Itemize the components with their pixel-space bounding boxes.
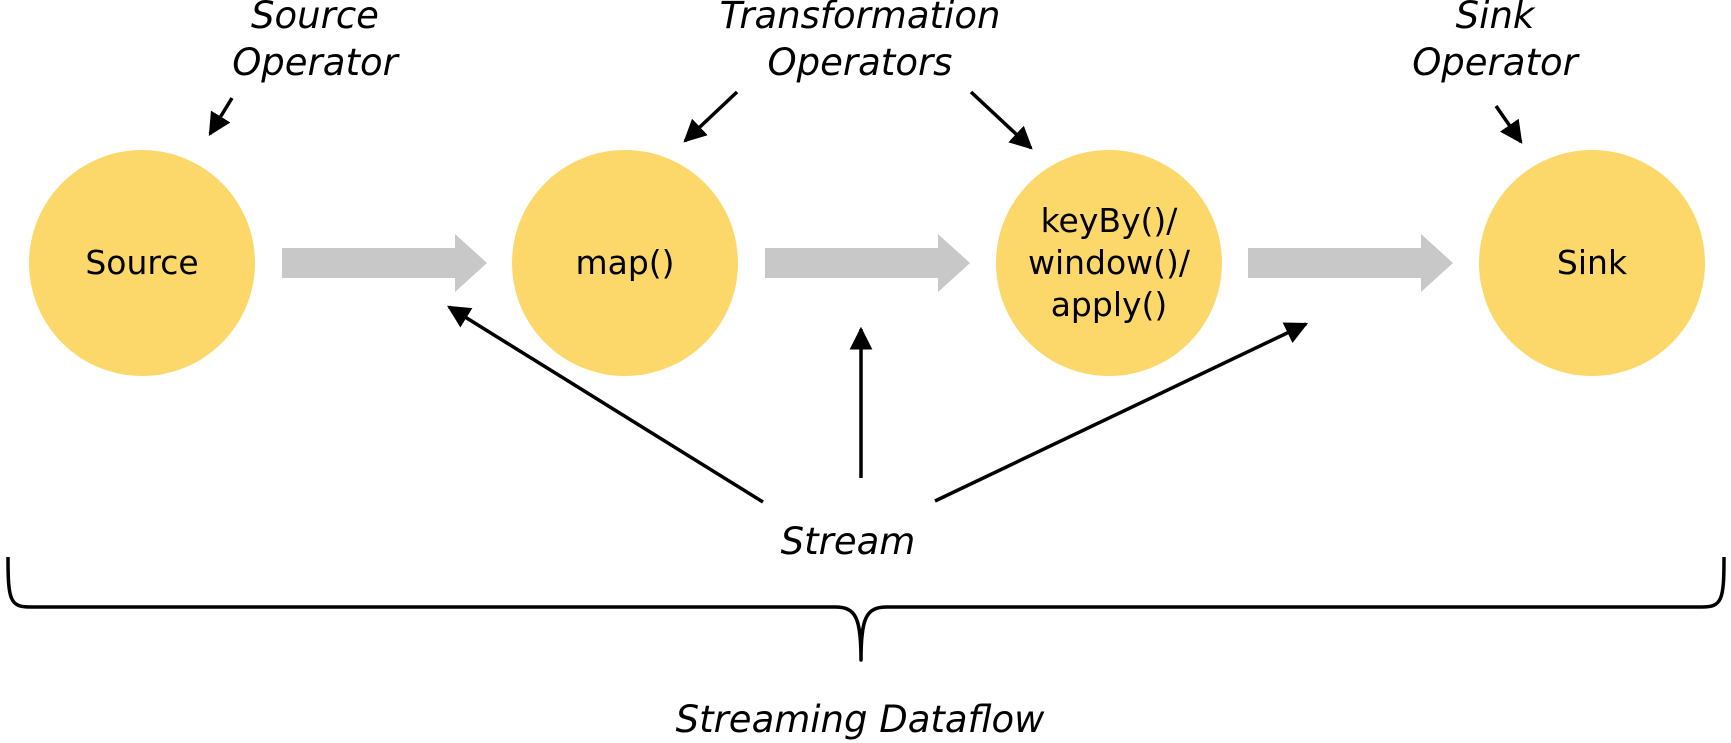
pointer-arrow-source-operator <box>208 97 234 136</box>
streaming-dataflow-label: Streaming Dataflow <box>675 698 1045 741</box>
source-operator-label: Source Operator <box>200 0 430 86</box>
keyby-window-apply-node: keyBy()/ window()/ apply() <box>996 150 1222 376</box>
source-node-text: Source <box>85 243 199 282</box>
streaming-dataflow-brace <box>6 556 1726 662</box>
pointer-arrow-sink-operator <box>1494 105 1523 144</box>
transformation-operators-label-line-1: Transformation <box>719 0 1001 37</box>
sink-node: Sink <box>1479 150 1705 376</box>
keyby-node-text-line-2: window()/ <box>1027 243 1191 282</box>
flow-arrow-source-to-map <box>282 234 487 292</box>
flow-arrow-keyby-to-sink <box>1248 234 1453 292</box>
pointer-arrow-transformation-to-keyby <box>969 90 1033 150</box>
stream-label: Stream <box>780 520 916 563</box>
stream-arrow-right <box>934 322 1309 503</box>
transformation-operators-label-line-2: Operators <box>767 41 953 84</box>
sink-operator-label-line-1: Sink <box>1455 0 1535 37</box>
source-node: Source <box>29 150 255 376</box>
sink-node-text: Sink <box>1556 243 1628 282</box>
sink-operator-label-line-2: Operator <box>1412 41 1578 84</box>
keyby-node-text-line-3: apply() <box>1050 285 1168 324</box>
stream-arrow-left <box>447 305 764 504</box>
transformation-operators-label: Transformation Operators <box>700 0 1020 86</box>
sink-operator-label: Sink Operator <box>1380 0 1610 86</box>
pointer-arrow-transformation-to-map <box>683 90 739 143</box>
map-node-text: map() <box>575 243 675 282</box>
source-operator-label-line-2: Operator <box>232 41 398 84</box>
map-node: map() <box>512 150 738 376</box>
flow-arrow-map-to-keyby <box>765 234 970 292</box>
keyby-node-text-line-1: keyBy()/ <box>1040 201 1178 240</box>
source-operator-label-line-1: Source <box>251 0 379 37</box>
